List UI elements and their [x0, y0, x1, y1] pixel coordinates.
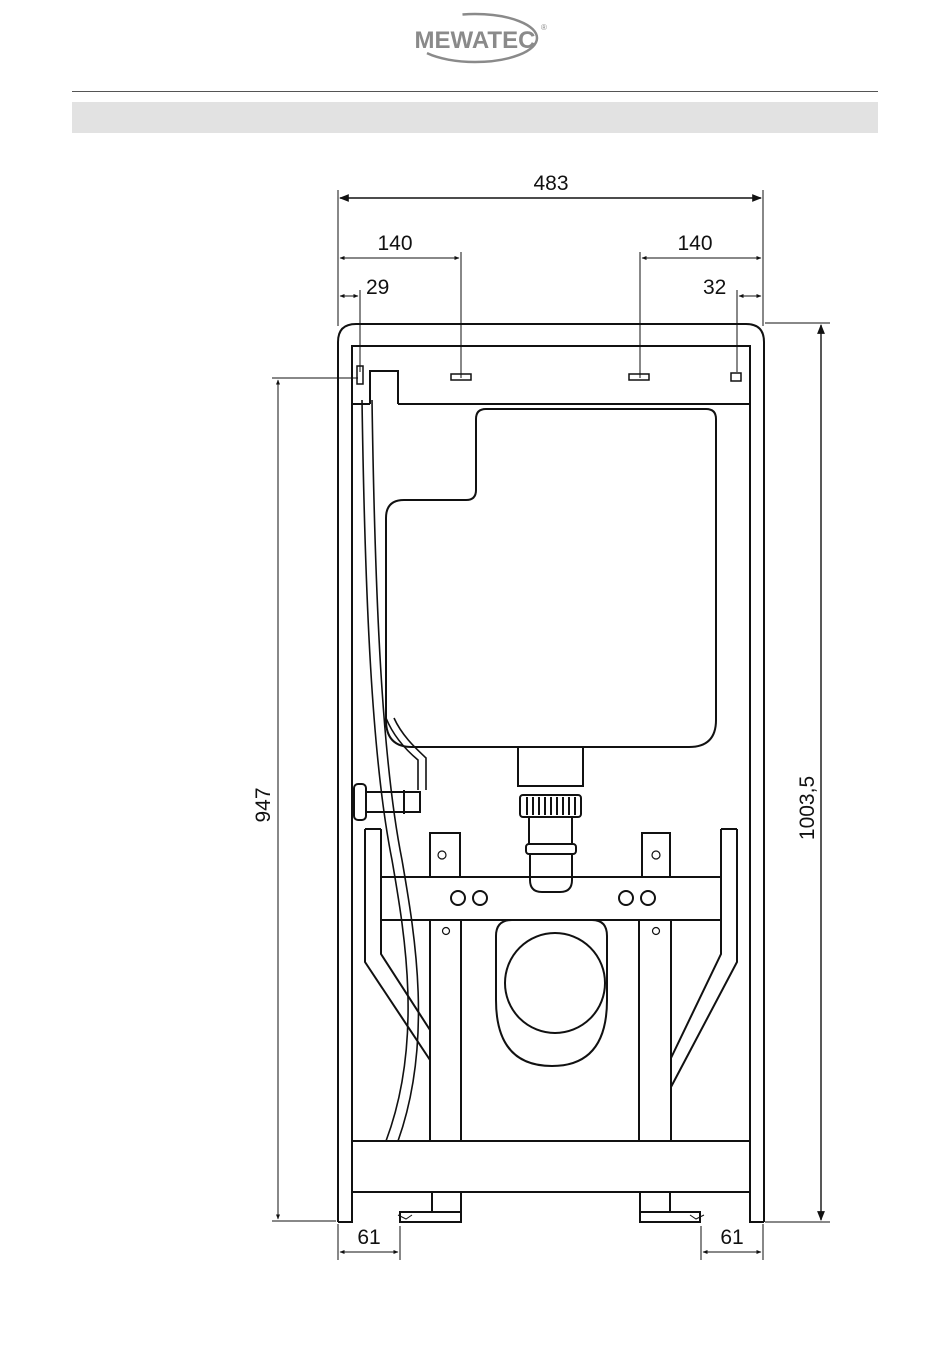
dim-label-61-right: 61 — [720, 1226, 743, 1249]
dim-label-29: 29 — [366, 276, 389, 299]
mounting-brackets — [430, 833, 671, 1141]
wc-outlet — [496, 920, 607, 1066]
dim-label-483: 483 — [533, 172, 568, 195]
dim-label-947: 947 — [252, 787, 275, 822]
dim-label-1003: 1003,5 — [796, 776, 819, 840]
dim-label-32: 32 — [703, 276, 726, 299]
mounting-slots — [357, 366, 741, 384]
frame-outline — [338, 324, 764, 1222]
dim-label-140-left: 140 — [377, 232, 412, 255]
dim-label-61-left: 61 — [357, 1226, 380, 1249]
cistern-tank — [386, 409, 716, 747]
dimension-lines — [272, 190, 830, 1260]
supply-hose — [362, 400, 426, 1141]
side-braces — [365, 829, 737, 1087]
drain-pipe — [518, 748, 583, 892]
angle-valve — [354, 784, 420, 820]
crossbar — [381, 877, 721, 920]
dim-label-140-right: 140 — [677, 232, 712, 255]
